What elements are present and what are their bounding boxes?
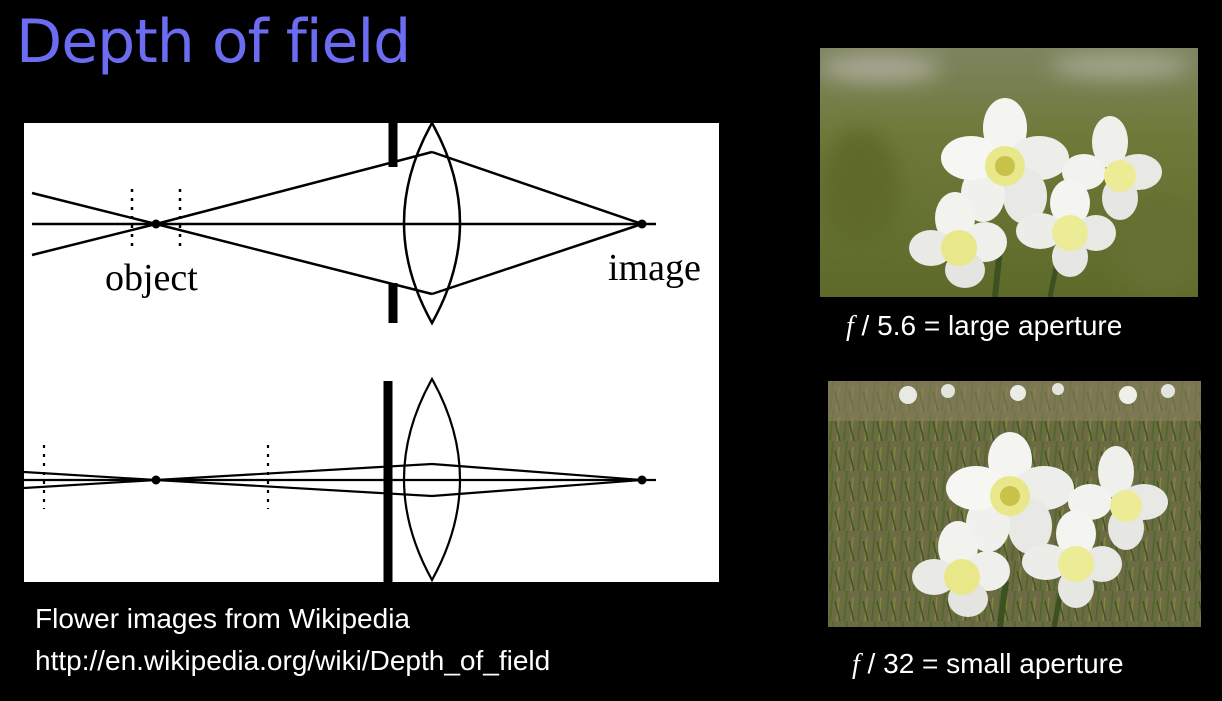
f-number-symbol: f — [852, 649, 860, 680]
page-title: Depth of field — [16, 7, 411, 77]
flower-photo-small-aperture — [828, 381, 1201, 627]
lens — [403, 376, 461, 582]
image-point — [637, 475, 647, 485]
object-point — [151, 219, 161, 229]
object-point — [151, 475, 161, 485]
flower-cluster — [912, 432, 1168, 617]
caption-text: / 5.6 = large aperture — [853, 310, 1123, 341]
ray — [24, 478, 157, 490]
lens — [402, 123, 462, 326]
ray — [31, 222, 157, 257]
ray — [431, 478, 643, 498]
small-aperture-diagram — [24, 376, 656, 582]
ray — [431, 150, 643, 226]
credit-line: Flower images from Wikipedia — [35, 603, 410, 634]
caption-small-aperture: f / 32 = small aperture — [852, 648, 1124, 681]
lens-diagram: object image — [24, 123, 719, 582]
ray — [24, 470, 157, 482]
ray — [155, 150, 433, 226]
large-aperture-diagram — [31, 123, 656, 326]
image-point — [637, 219, 647, 229]
ray — [431, 462, 643, 482]
ray — [155, 222, 433, 296]
ray — [31, 191, 157, 226]
caption-text: / 32 = small aperture — [859, 648, 1124, 679]
caption-large-aperture: f / 5.6 = large aperture — [846, 310, 1122, 343]
ray — [431, 222, 643, 296]
credit-url: http://en.wikipedia.org/wiki/Depth_of_fi… — [35, 645, 551, 676]
image-label: image — [608, 247, 701, 289]
flower-photo-large-aperture — [820, 48, 1198, 297]
object-label: object — [105, 257, 198, 299]
f-number-symbol: f — [846, 311, 854, 342]
flower-cluster — [909, 98, 1162, 288]
